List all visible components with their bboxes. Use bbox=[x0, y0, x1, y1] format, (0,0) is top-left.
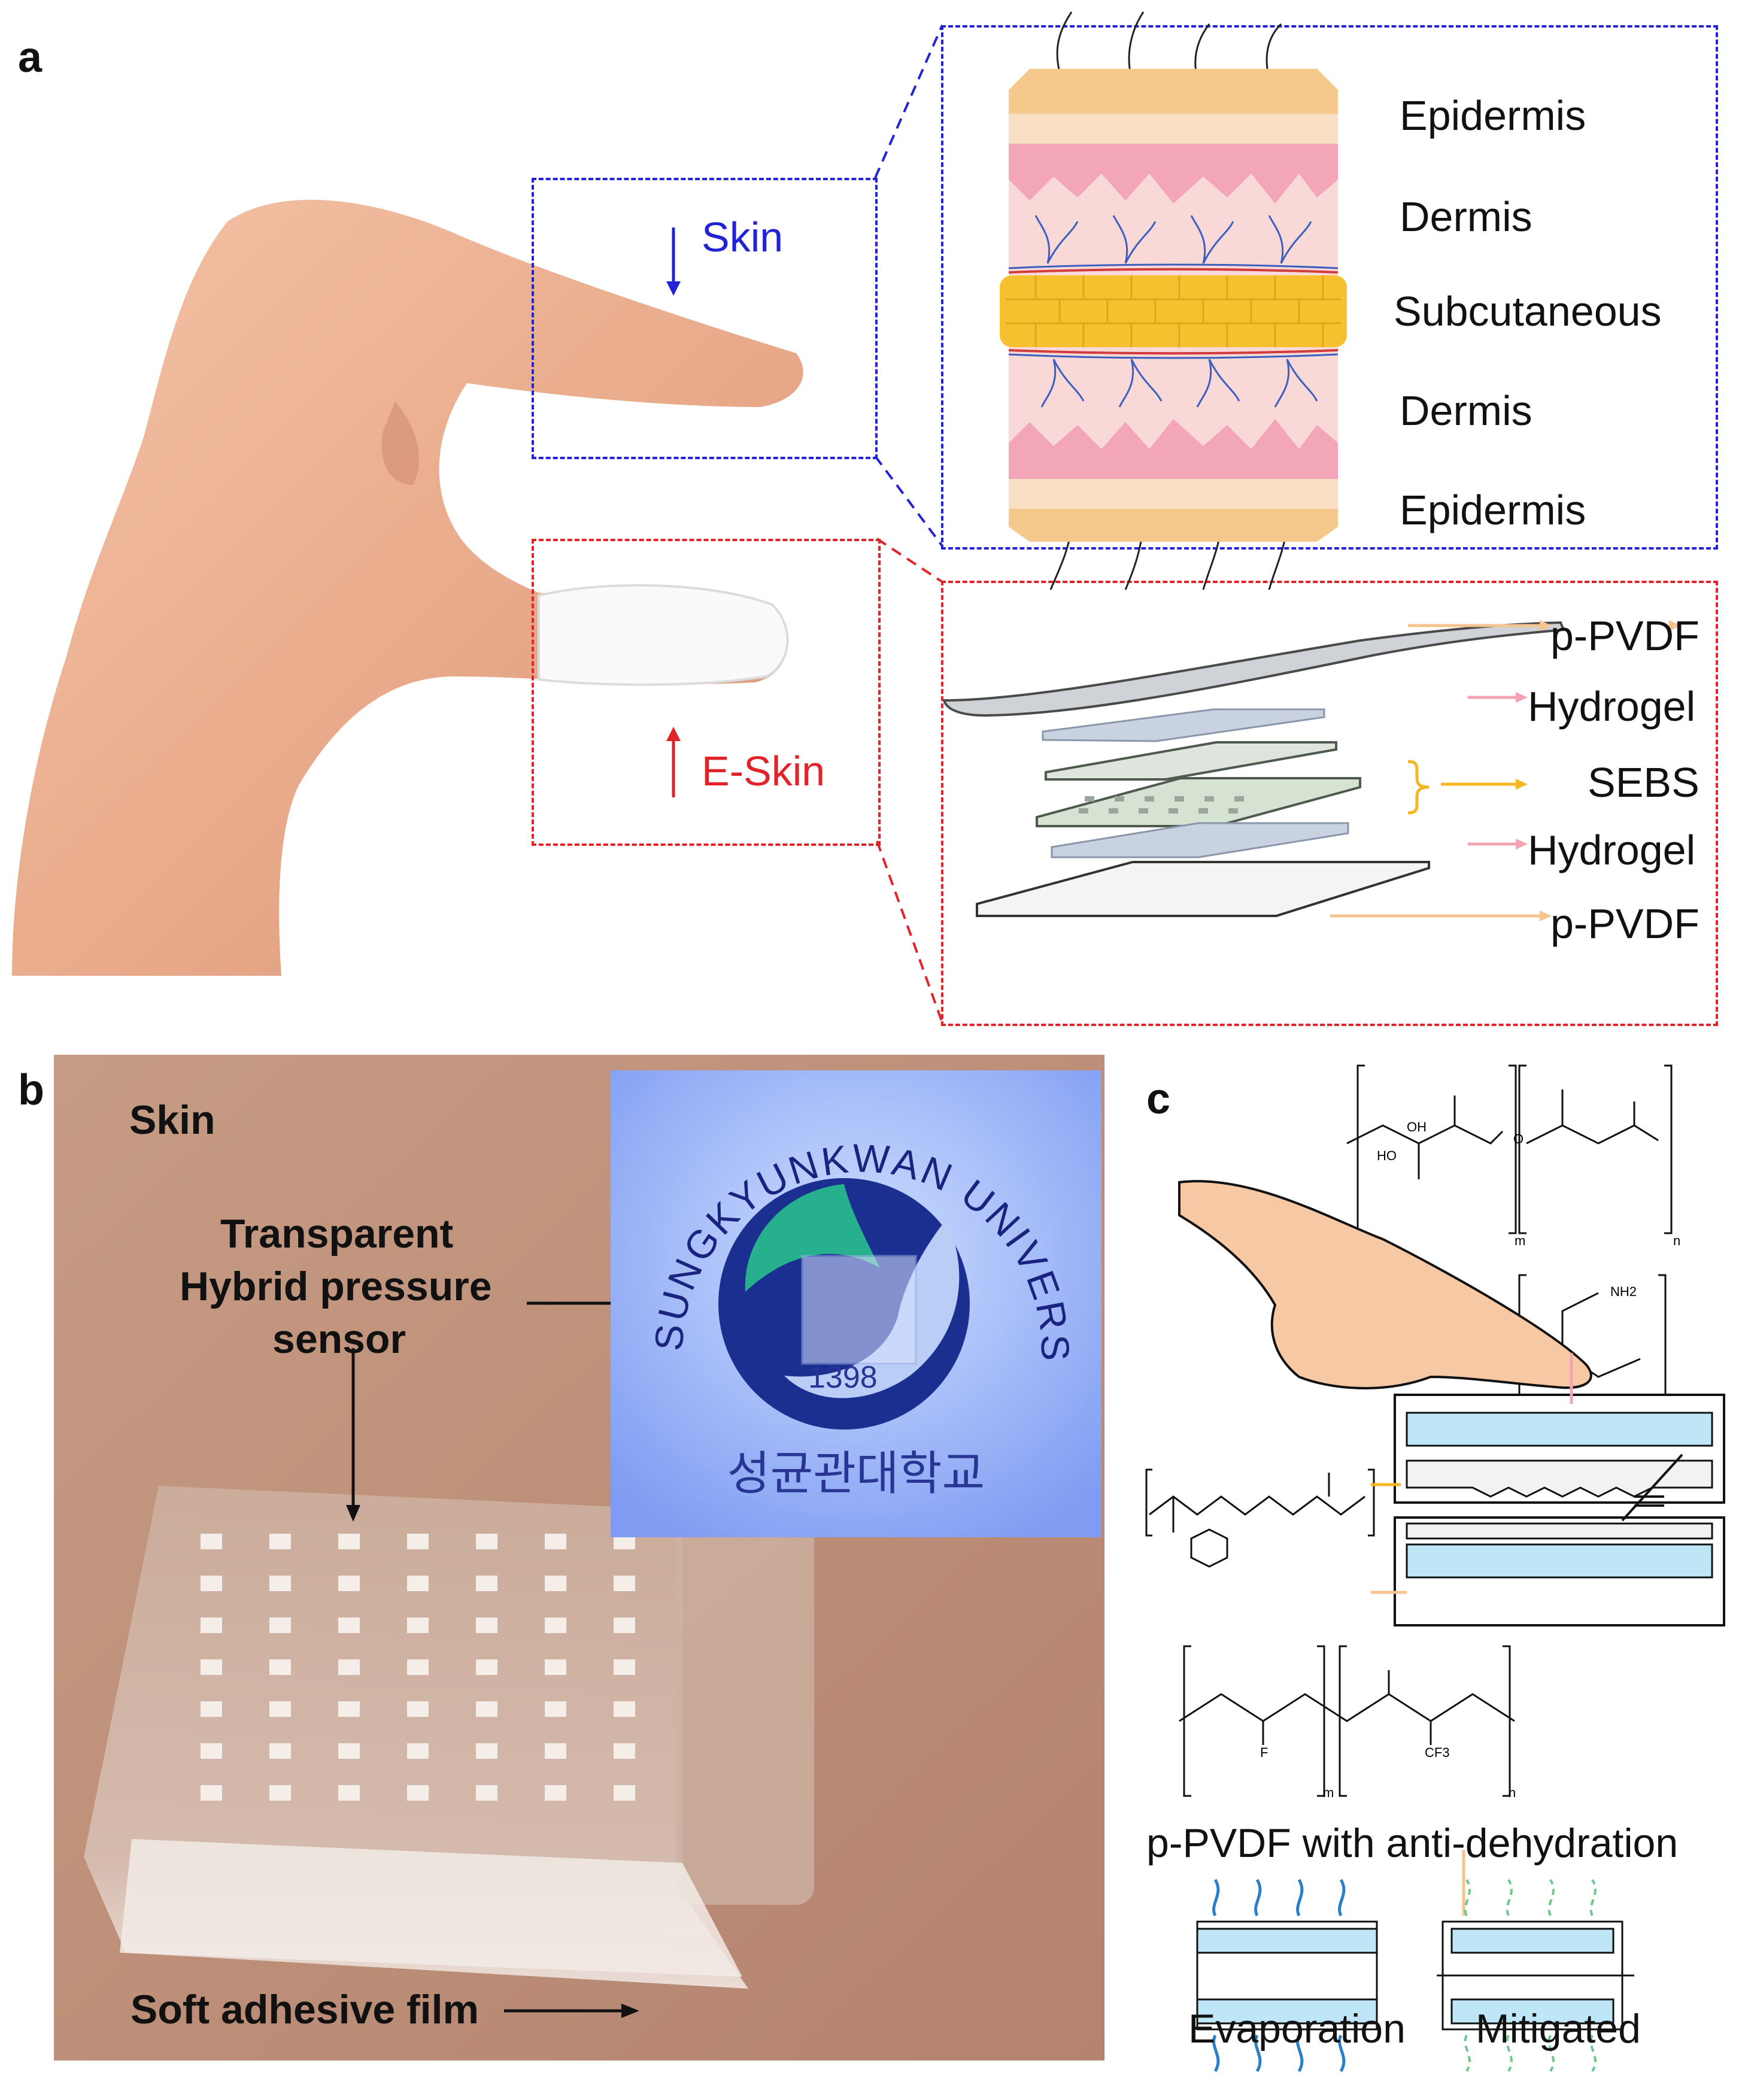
eskin-label: E-Skin bbox=[702, 748, 826, 794]
sensor-cross-section bbox=[1371, 1353, 1725, 1626]
antidehydration-label: p-PVDF with anti-dehydration bbox=[1146, 1820, 1679, 1866]
skin-layer-epidermis-bottom: Epidermis bbox=[1400, 487, 1586, 533]
mitigated-sensor bbox=[1437, 1920, 1634, 2031]
photo-skin-label: Skin bbox=[129, 1097, 216, 1143]
skin-layer-dermis-top: Dermis bbox=[1400, 193, 1532, 240]
university-logo-inset: SUNGKYUNKWAN UNIVERSITY 1398 성균관대학교 bbox=[611, 1070, 1101, 1537]
adhesive-strip bbox=[676, 1522, 814, 1905]
evaporation-sensor bbox=[1196, 1920, 1378, 2031]
chem-label-cf3: CF3 bbox=[1425, 1745, 1450, 1760]
electrode-grid bbox=[201, 1534, 635, 1801]
eskin-layer-pvdf-top: p-PVDF bbox=[1550, 612, 1700, 659]
eskin-zoom-box bbox=[532, 539, 881, 846]
logo-year: 1398 bbox=[808, 1360, 878, 1395]
logo-korean: 성균관대학교 bbox=[727, 1447, 985, 1500]
eskin-layer-hydrogel-top: Hydrogel bbox=[1528, 683, 1696, 730]
panel-letter-b: b bbox=[18, 1066, 44, 1114]
chem-label-nh2: NH2 bbox=[1610, 1284, 1637, 1299]
eskin-layer-hydrogel-bottom: Hydrogel bbox=[1528, 827, 1696, 873]
panel-letter-a: a bbox=[18, 34, 43, 81]
panel-letter-c: c bbox=[1146, 1075, 1171, 1123]
film-label: Soft adhesive film bbox=[131, 1987, 479, 2032]
skin-layer-dermis-bottom: Dermis bbox=[1400, 387, 1532, 434]
chem-label-m1: m bbox=[1515, 1233, 1525, 1248]
hand-illustration bbox=[12, 199, 803, 976]
chem-label-n3: n bbox=[1509, 1785, 1516, 1800]
mitigated-label: Mitigated bbox=[1476, 2006, 1641, 2052]
chem-label-o: O bbox=[1513, 1131, 1524, 1146]
chem-label-f: F bbox=[1260, 1745, 1268, 1760]
sensor-label-line2: Hybrid pressure bbox=[180, 1264, 492, 1309]
chem-label-oh: OH bbox=[1407, 1119, 1427, 1134]
chem-label-ho: HO bbox=[1377, 1148, 1397, 1163]
skin-detail-box bbox=[941, 25, 1718, 550]
eskin-layer-sebs: SEBS bbox=[1588, 759, 1700, 806]
pointing-hand bbox=[1178, 1180, 1592, 1389]
chem-label-m3: m bbox=[1323, 1785, 1334, 1800]
sensor-label-line1: Transparent bbox=[220, 1211, 454, 1257]
skin-layer-epidermis-top: Epidermis bbox=[1400, 92, 1586, 139]
eskin-exploded-layers bbox=[942, 620, 1681, 921]
chem-label-n1: n bbox=[1673, 1233, 1680, 1248]
skin-label: Skin bbox=[702, 214, 784, 260]
mechanism-diagram: OH O HO m n NH2 m F CF3 m n bbox=[1145, 1064, 1725, 2072]
sensor-label-line3: sensor bbox=[272, 1316, 406, 1362]
evaporation-label: Evaporation bbox=[1188, 2006, 1406, 2052]
skin-zoom-box bbox=[532, 178, 878, 459]
skin-cross-section bbox=[1000, 11, 1347, 590]
eskin-layer-pvdf-bottom: p-PVDF bbox=[1550, 900, 1700, 947]
skin-layer-subcutaneous: Subcutaneous bbox=[1394, 288, 1662, 335]
zoom-connectors bbox=[666, 25, 943, 1023]
eskin-detail-box bbox=[941, 581, 1718, 1026]
